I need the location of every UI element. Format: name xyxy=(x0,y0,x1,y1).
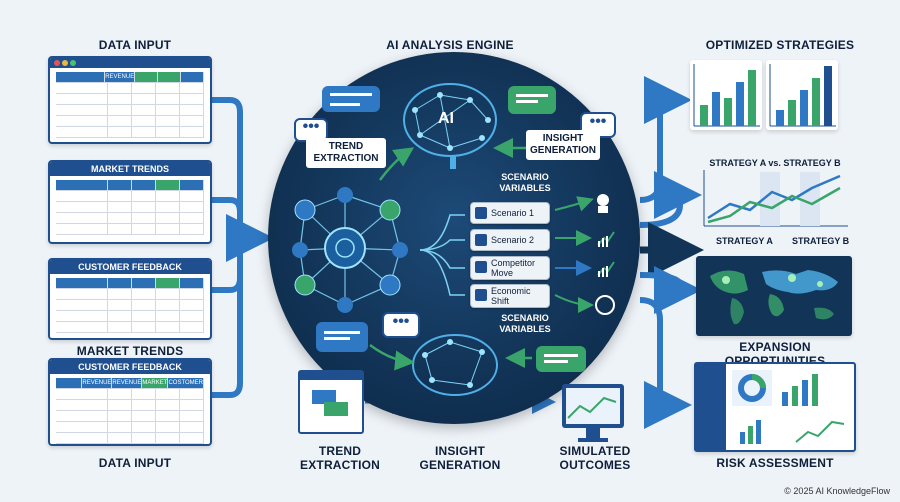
strategy-compare-chart xyxy=(703,170,848,227)
competitor-move-label: Competitor Move xyxy=(491,258,536,278)
market-trends-table: MARKET TRENDS xyxy=(48,160,212,244)
col-revenue-1: REVENUE xyxy=(82,378,113,388)
col-revenue-2: REVENUE xyxy=(112,378,143,388)
optimized-strategies-heading: OPTIMIZED STRATEGIES xyxy=(705,38,855,52)
scenario-2-label: Scenario 2 xyxy=(491,235,535,245)
footer-copyright: © 2025 AI KnowledgeFlow xyxy=(784,486,890,496)
market-trends-title: MARKET TRENDS xyxy=(50,162,210,176)
optimized-chart-left xyxy=(690,60,762,130)
world-map-icon xyxy=(710,270,838,325)
outcome-icons xyxy=(595,194,615,315)
insight-generation-tag: INSIGHT GENERATION xyxy=(526,130,600,160)
economic-shift-label: Economic Shift xyxy=(491,286,531,306)
col-market: MARKET xyxy=(142,378,169,388)
scenario-1-pill: Scenario 1 xyxy=(470,202,550,224)
insight-generation-tag-text: INSIGHT GENERATION xyxy=(530,133,596,156)
scenario-1-icon xyxy=(475,207,487,219)
scenario-2-pill: Scenario 2 xyxy=(470,229,550,251)
trend-extraction-tag-text: TREND EXTRACTION xyxy=(313,141,379,164)
economic-icon xyxy=(475,289,487,301)
risk-assessment-heading: RISK ASSESSMENT xyxy=(716,456,834,470)
trend-extraction-icon xyxy=(298,370,364,434)
scenario-1-label: Scenario 1 xyxy=(491,208,535,218)
market-trends-floating-label: MARKET TRENDS xyxy=(76,344,184,358)
economic-shift-pill: Economic Shift xyxy=(470,284,550,308)
bottom-brain-icon xyxy=(412,334,498,396)
engine-heading: AI ANALYSIS ENGINE xyxy=(386,38,514,52)
trend-extraction-tag: TREND EXTRACTION xyxy=(306,138,386,168)
strategy-a-label: STRATEGY A xyxy=(716,236,773,246)
bottom-trend-extraction-label: TREND EXTRACTION xyxy=(300,444,380,472)
chat-bubble-blue-bottom xyxy=(316,322,368,352)
world-map-panel xyxy=(696,256,852,336)
donut-chart xyxy=(738,374,766,402)
scenario-2-icon xyxy=(475,234,487,246)
customer-feedback-title: CUSTOMER FEEDBACK xyxy=(50,260,210,274)
strategy-b-label: STRATEGY B xyxy=(792,236,850,246)
competitor-move-pill: Competitor Move xyxy=(470,256,550,280)
data-input-heading-bottom: DATA INPUT xyxy=(98,456,172,470)
customer-feedback-title-2: CUSTOMER FEEDBACK xyxy=(50,360,210,374)
simulated-outcomes-monitor-icon xyxy=(562,384,624,442)
competitor-icon xyxy=(475,261,487,273)
chat-bubble-green-top xyxy=(508,86,556,114)
ai-label: AI xyxy=(438,110,454,127)
customer-feedback-table: CUSTOMER FEEDBACK xyxy=(48,258,212,340)
chat-bubble-blue-top xyxy=(322,86,380,112)
chat-bubble-green-bottom xyxy=(536,346,586,372)
bottom-simulated-outcomes-label: SIMULATED OUTCOMES xyxy=(559,444,631,472)
col-costomer: COSTOMER xyxy=(168,378,204,388)
revenue-col: REVENUE xyxy=(105,72,136,82)
dashboard-lower xyxy=(740,420,845,444)
network-nodes xyxy=(292,187,408,313)
monitor-chart xyxy=(567,396,617,419)
chat-bubble-white-bottom: ••• xyxy=(382,312,420,338)
data-input-heading: DATA INPUT xyxy=(98,38,172,52)
risk-dashboard xyxy=(694,362,856,452)
bottom-insight-generation-label: INSIGHT GENERATION xyxy=(419,444,501,472)
top-brain-icon xyxy=(403,83,497,169)
optimized-chart-right xyxy=(766,60,838,130)
scenario-variables-top: SCENARIO VARIABLES xyxy=(499,172,551,193)
strategy-compare-title: STRATEGY A vs. STRATEGY B xyxy=(709,158,841,168)
data-input-table-1: REVENUE xyxy=(48,56,212,144)
dashboard-bars xyxy=(782,374,818,406)
scenario-variables-bottom: SCENARIO VARIABLES xyxy=(499,313,551,334)
